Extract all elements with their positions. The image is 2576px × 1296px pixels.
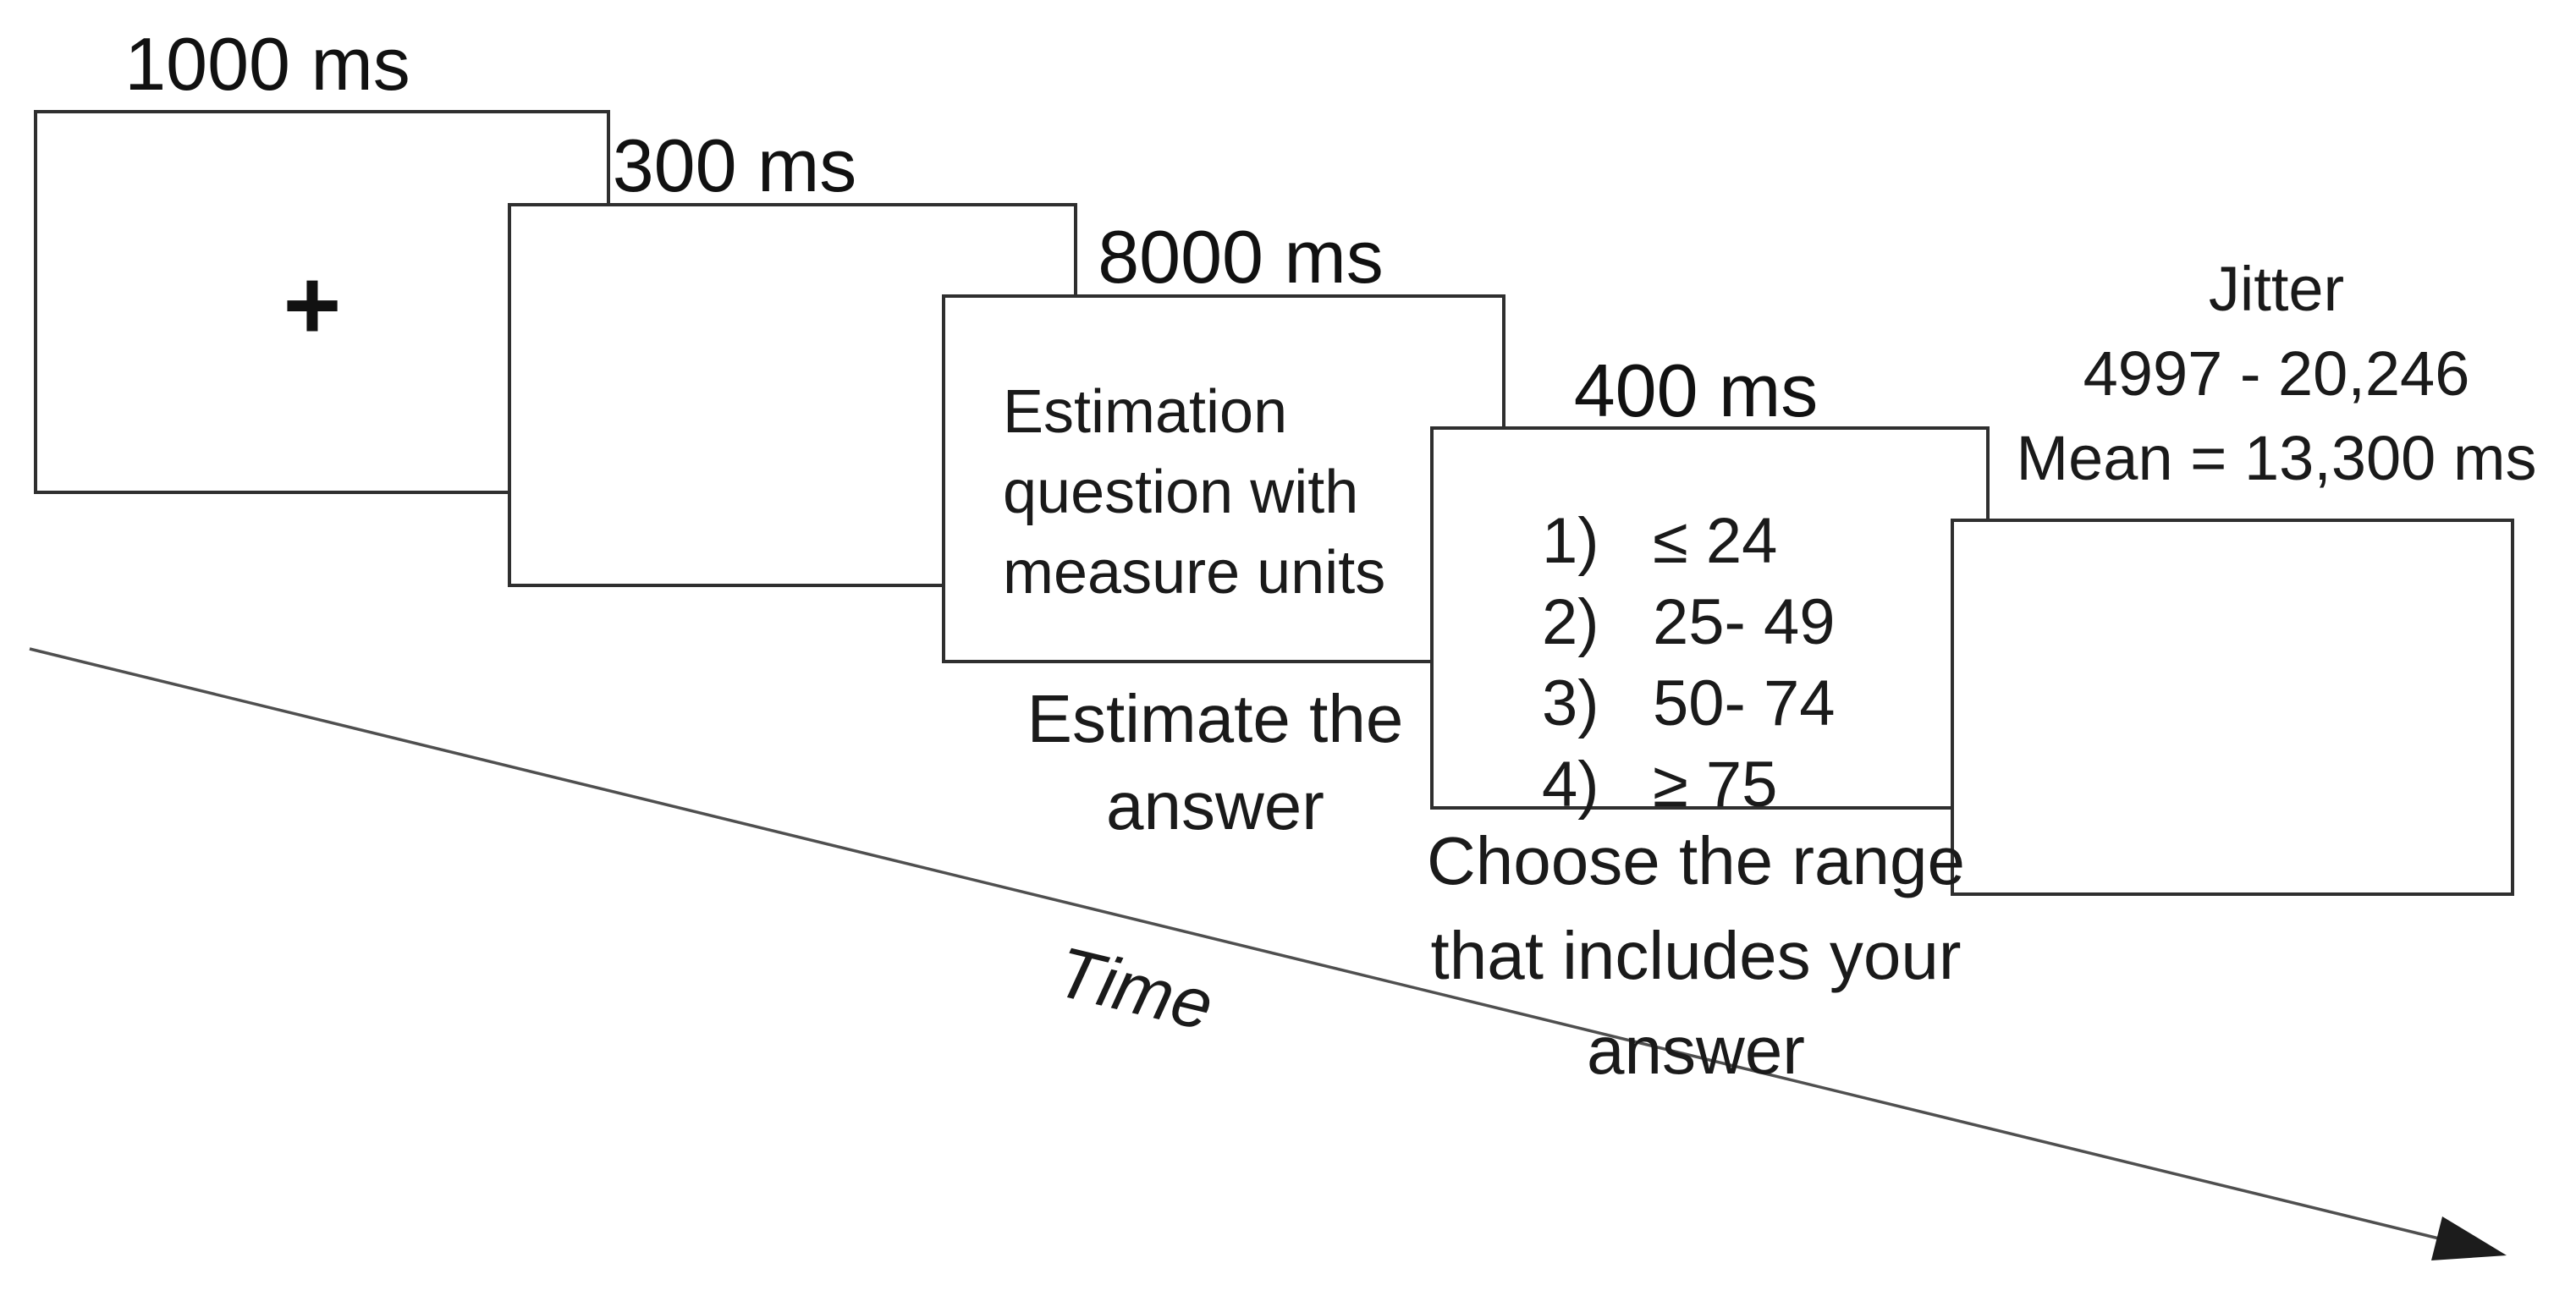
option-range: 50- 74 [1653,667,1836,739]
jitter-label-line: Jitter [2208,254,2345,324]
question-text-line: Estimation [1003,378,1288,446]
option-number: 4) [1542,749,1599,821]
screen-estimation-question: Estimation question with measure units [942,294,1505,663]
jitter-label-line: 4997 - 20,246 [2083,338,2470,409]
screen-jitter [1951,519,2514,896]
option-row: 4) ≥ 75 [1542,744,1836,826]
option-number: 2) [1542,586,1599,658]
option-number: 1) [1542,505,1599,577]
caption-line: Estimate the [1027,681,1404,756]
question-text-line: question with [1003,459,1359,526]
jitter-label-line: Mean = 13,300 ms [2016,423,2537,493]
response-options-list: 1) ≤ 24 2) 25- 49 3) 50- 74 4) ≥ 75 [1542,501,1836,826]
time-arrow-line [29,647,2440,1240]
duration-label-question: 8000 ms [1098,215,1384,299]
caption-line: answer [1587,1013,1805,1088]
question-text-line: measure units [1003,539,1386,607]
option-row: 3) 50- 74 [1542,663,1836,744]
caption-line: that includes your [1430,918,1962,993]
option-number: 3) [1542,667,1599,739]
screen-response-options: 1) ≤ 24 2) 25- 49 3) 50- 74 4) ≥ 75 [1430,426,1990,821]
option-row: 1) ≤ 24 [1542,501,1836,582]
duration-label-blank: 300 ms [612,124,857,207]
arrowhead-icon [2431,1216,2507,1260]
caption-estimate-answer: Estimate the answer [1027,675,1404,849]
caption-line: Choose the range [1426,823,1966,898]
caption-line: answer [1106,768,1324,843]
option-range: ≤ 24 [1653,505,1778,577]
option-range: 25- 49 [1653,586,1836,658]
fixation-cross-icon: + [283,250,342,361]
duration-label-options: 400 ms [1573,349,1819,432]
caption-choose-range: Choose the range that includes your answ… [1427,814,1965,1098]
option-range: ≥ 75 [1653,749,1778,821]
option-row: 2) 25- 49 [1542,582,1836,663]
duration-label-fixation: 1000 ms [124,22,410,106]
jitter-label: Jitter 4997 - 20,246 Mean = 13,300 ms [2017,247,2537,501]
estimation-question-text: Estimation question with measure units [1003,372,1385,613]
